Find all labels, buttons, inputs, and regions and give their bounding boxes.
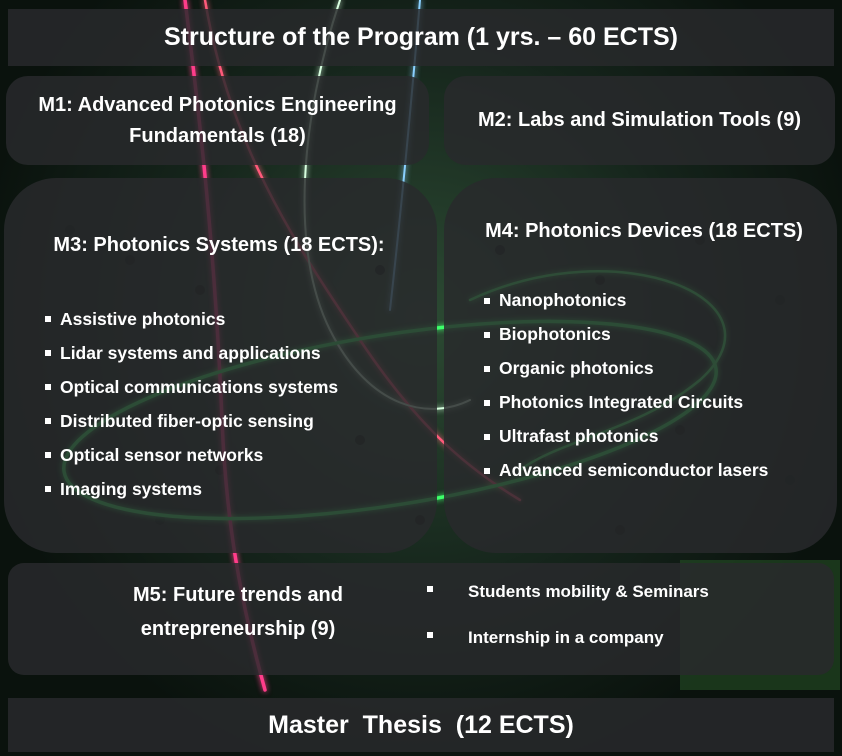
list-item: Students mobility & Seminars <box>427 577 709 623</box>
list-item: Internship in a company <box>427 623 709 669</box>
list-item: Organic photonics <box>484 356 819 381</box>
module-m5-title: M5: Future trends and entrepreneurship (… <box>132 584 343 640</box>
module-m3-box: M3: Photonics Systems (18 ECTS): Assisti… <box>4 178 437 553</box>
list-item: Assistive photonics <box>44 306 338 340</box>
module-m4-box: M4: Photonics Devices (18 ECTS) Nanophot… <box>444 178 837 553</box>
module-m1-box: M1: Advanced Photonics Engineering Funda… <box>6 76 429 165</box>
list-item: Distributed fiber-optic sensing <box>44 408 338 442</box>
program-structure-title-text: Structure of the Program (1 yrs. – 60 EC… <box>163 23 679 51</box>
list-item: Optical communications systems <box>44 374 338 408</box>
list-item: Photonics Integrated Circuits <box>484 390 819 415</box>
list-item: Imaging systems <box>44 476 338 510</box>
module-m4-title: M4: Photonics Devices (18 ECTS) <box>485 220 803 242</box>
list-item: Lidar systems and applications <box>44 340 338 374</box>
list-item: Nanophotonics <box>484 288 819 313</box>
module-m4-list: Nanophotonics Biophotonics Organic photo… <box>484 288 819 492</box>
module-m5-list: Students mobility & Seminars Internship … <box>427 577 709 669</box>
module-m3-title: M3: Photonics Systems (18 ECTS): <box>53 234 385 256</box>
module-m5-box: M5: Future trends and entrepreneurship (… <box>8 563 834 675</box>
module-m3-list: Assistive photonics Lidar systems and ap… <box>44 306 338 510</box>
program-structure-title: Structure of the Program (1 yrs. – 60 EC… <box>8 9 834 66</box>
master-thesis-bar: Master Thesis (12 ECTS) <box>8 698 834 752</box>
module-m1-title: M1: Advanced Photonics Engineering Funda… <box>38 93 397 147</box>
list-item: Advanced semiconductor lasers <box>484 458 819 483</box>
master-thesis-title: Master Thesis (12 ECTS) <box>268 710 574 739</box>
list-item: Ultrafast photonics <box>484 424 819 449</box>
module-m2-box: M2: Labs and Simulation Tools (9) <box>444 76 835 165</box>
list-item: Optical sensor networks <box>44 442 338 476</box>
list-item: Biophotonics <box>484 322 819 347</box>
module-m2-title: M2: Labs and Simulation Tools (9) <box>478 109 801 131</box>
